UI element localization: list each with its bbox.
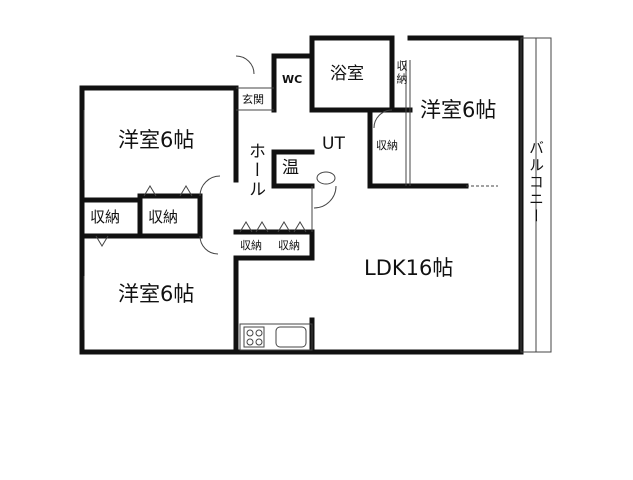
closet-label-left-1: 収納 <box>90 208 121 226</box>
thin-lines <box>83 37 552 353</box>
room-label-bath: 浴室 <box>330 64 364 84</box>
room-label-entrance: 玄関 <box>242 93 264 106</box>
closet-label-hall-1: 収納 <box>240 239 262 252</box>
kitchen-burners <box>246 329 263 346</box>
room-label-hall: ホール <box>245 142 265 199</box>
closet-label-hall-2: 収納 <box>278 239 300 252</box>
room-label-ldk: LDK16帖 <box>364 256 454 280</box>
room-label-toilet: WC <box>282 73 303 86</box>
room-label-utility: UT <box>322 134 345 154</box>
closet-label-left-2: 収納 <box>148 208 179 226</box>
closet-label-ut: 収納 <box>376 139 398 152</box>
room-label-western-bottom-left: 洋室6帖 <box>118 282 195 306</box>
room-label-balcony: バルコニー <box>527 140 545 225</box>
room-label-water-heater: 温 <box>282 158 299 178</box>
room-label-western-right: 洋室6帖 <box>420 98 497 122</box>
room-label-western-top-left: 洋室6帖 <box>118 128 195 152</box>
closet-label-bath-side: 収納 <box>395 60 408 86</box>
